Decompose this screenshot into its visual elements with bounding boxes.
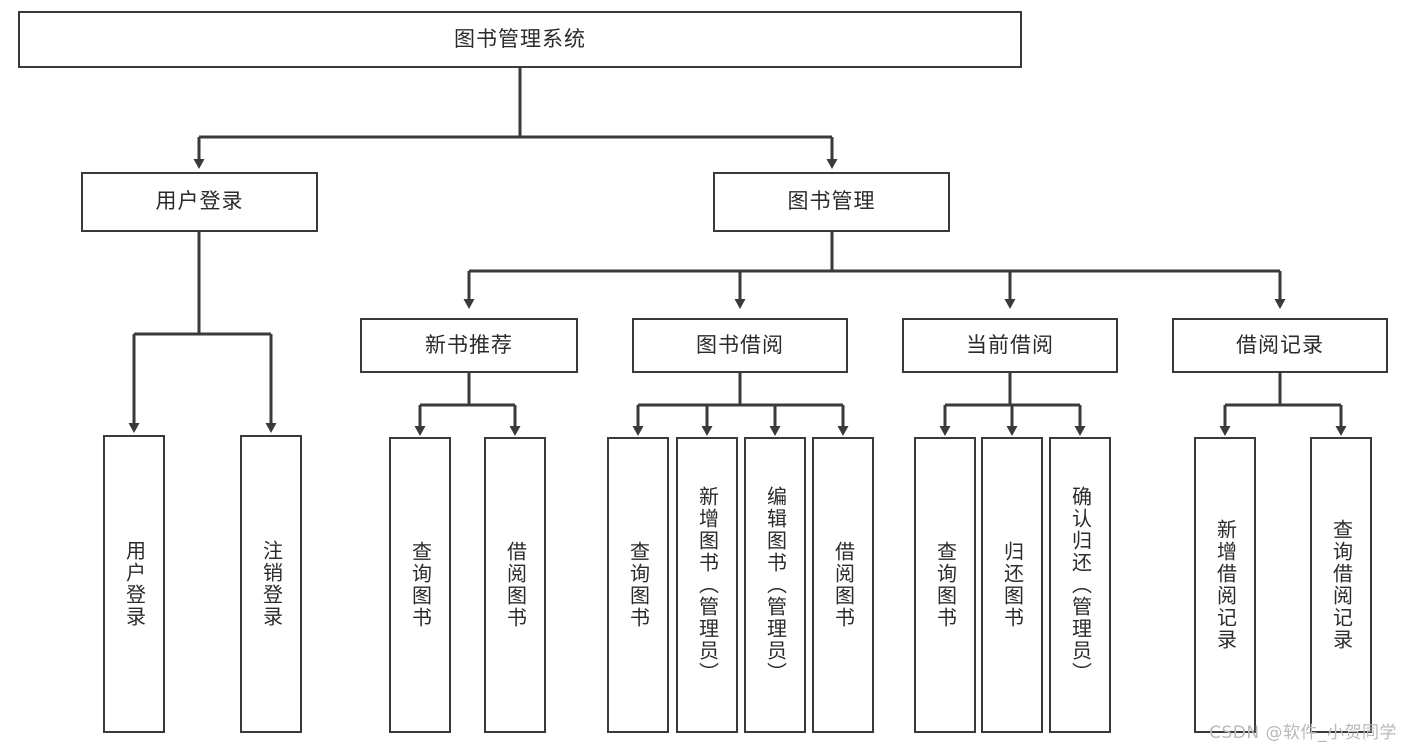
leaf-new-book-recommend-2[interactable]: 借阅图书	[484, 437, 546, 733]
node-borrow-record[interactable]: 借阅记录	[1172, 318, 1388, 373]
node-current-borrow[interactable]: 当前借阅	[902, 318, 1118, 373]
node-book-borrow-label: 图书借阅	[696, 332, 784, 357]
node-new-book-recommend-label: 新书推荐	[425, 332, 513, 357]
leaf-book-borrow-2[interactable]: 新增图书（管理员）	[676, 437, 738, 733]
leaf-label: 借阅图书	[503, 541, 528, 629]
leaf-label: 编辑图书（管理员）	[763, 486, 788, 684]
leaf-user-login-2[interactable]: 注销登录	[240, 435, 302, 733]
leaf-label: 查询图书	[933, 541, 958, 629]
node-book-manage[interactable]: 图书管理	[713, 172, 950, 232]
leaf-book-borrow-1[interactable]: 查询图书	[607, 437, 669, 733]
leaf-label: 借阅图书	[831, 541, 856, 629]
node-current-borrow-label: 当前借阅	[966, 332, 1054, 357]
leaf-book-borrow-4[interactable]: 借阅图书	[812, 437, 874, 733]
node-book-borrow[interactable]: 图书借阅	[632, 318, 848, 373]
watermark: CSDN @软件_小贺同学	[1209, 723, 1397, 743]
leaf-borrow-record-2[interactable]: 查询借阅记录	[1310, 437, 1372, 733]
leaf-label: 查询图书	[408, 541, 433, 629]
node-root[interactable]: 图书管理系统	[18, 11, 1022, 68]
leaf-label: 新增借阅记录	[1213, 519, 1238, 651]
leaf-label: 确认归还（管理员）	[1068, 486, 1093, 684]
leaf-new-book-recommend-1[interactable]: 查询图书	[389, 437, 451, 733]
leaf-current-borrow-1[interactable]: 查询图书	[914, 437, 976, 733]
leaf-label: 归还图书	[1000, 541, 1025, 629]
leaf-book-borrow-3[interactable]: 编辑图书（管理员）	[744, 437, 806, 733]
leaf-borrow-record-1[interactable]: 新增借阅记录	[1194, 437, 1256, 733]
leaf-label: 查询图书	[626, 541, 651, 629]
node-book-manage-label: 图书管理	[787, 189, 876, 214]
leaf-current-borrow-3[interactable]: 确认归还（管理员）	[1049, 437, 1111, 733]
node-borrow-record-label: 借阅记录	[1236, 332, 1324, 357]
leaf-label: 用户登录	[122, 540, 147, 628]
node-new-book-recommend[interactable]: 新书推荐	[360, 318, 578, 373]
node-user-login[interactable]: 用户登录	[81, 172, 318, 232]
node-root-label: 图书管理系统	[454, 26, 586, 51]
leaf-label: 查询借阅记录	[1329, 519, 1354, 651]
leaf-label: 新增图书（管理员）	[695, 486, 720, 684]
leaf-user-login-1[interactable]: 用户登录	[103, 435, 165, 733]
leaf-label: 注销登录	[259, 540, 284, 628]
leaf-current-borrow-2[interactable]: 归还图书	[981, 437, 1043, 733]
node-user-login-label: 用户登录	[155, 189, 244, 214]
